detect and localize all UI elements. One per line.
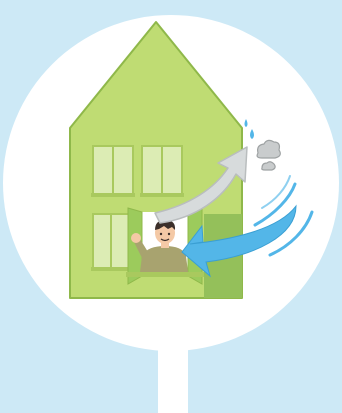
lower-window-left (91, 214, 131, 271)
upper-window-right (140, 146, 184, 197)
upper-window-left (91, 146, 135, 197)
